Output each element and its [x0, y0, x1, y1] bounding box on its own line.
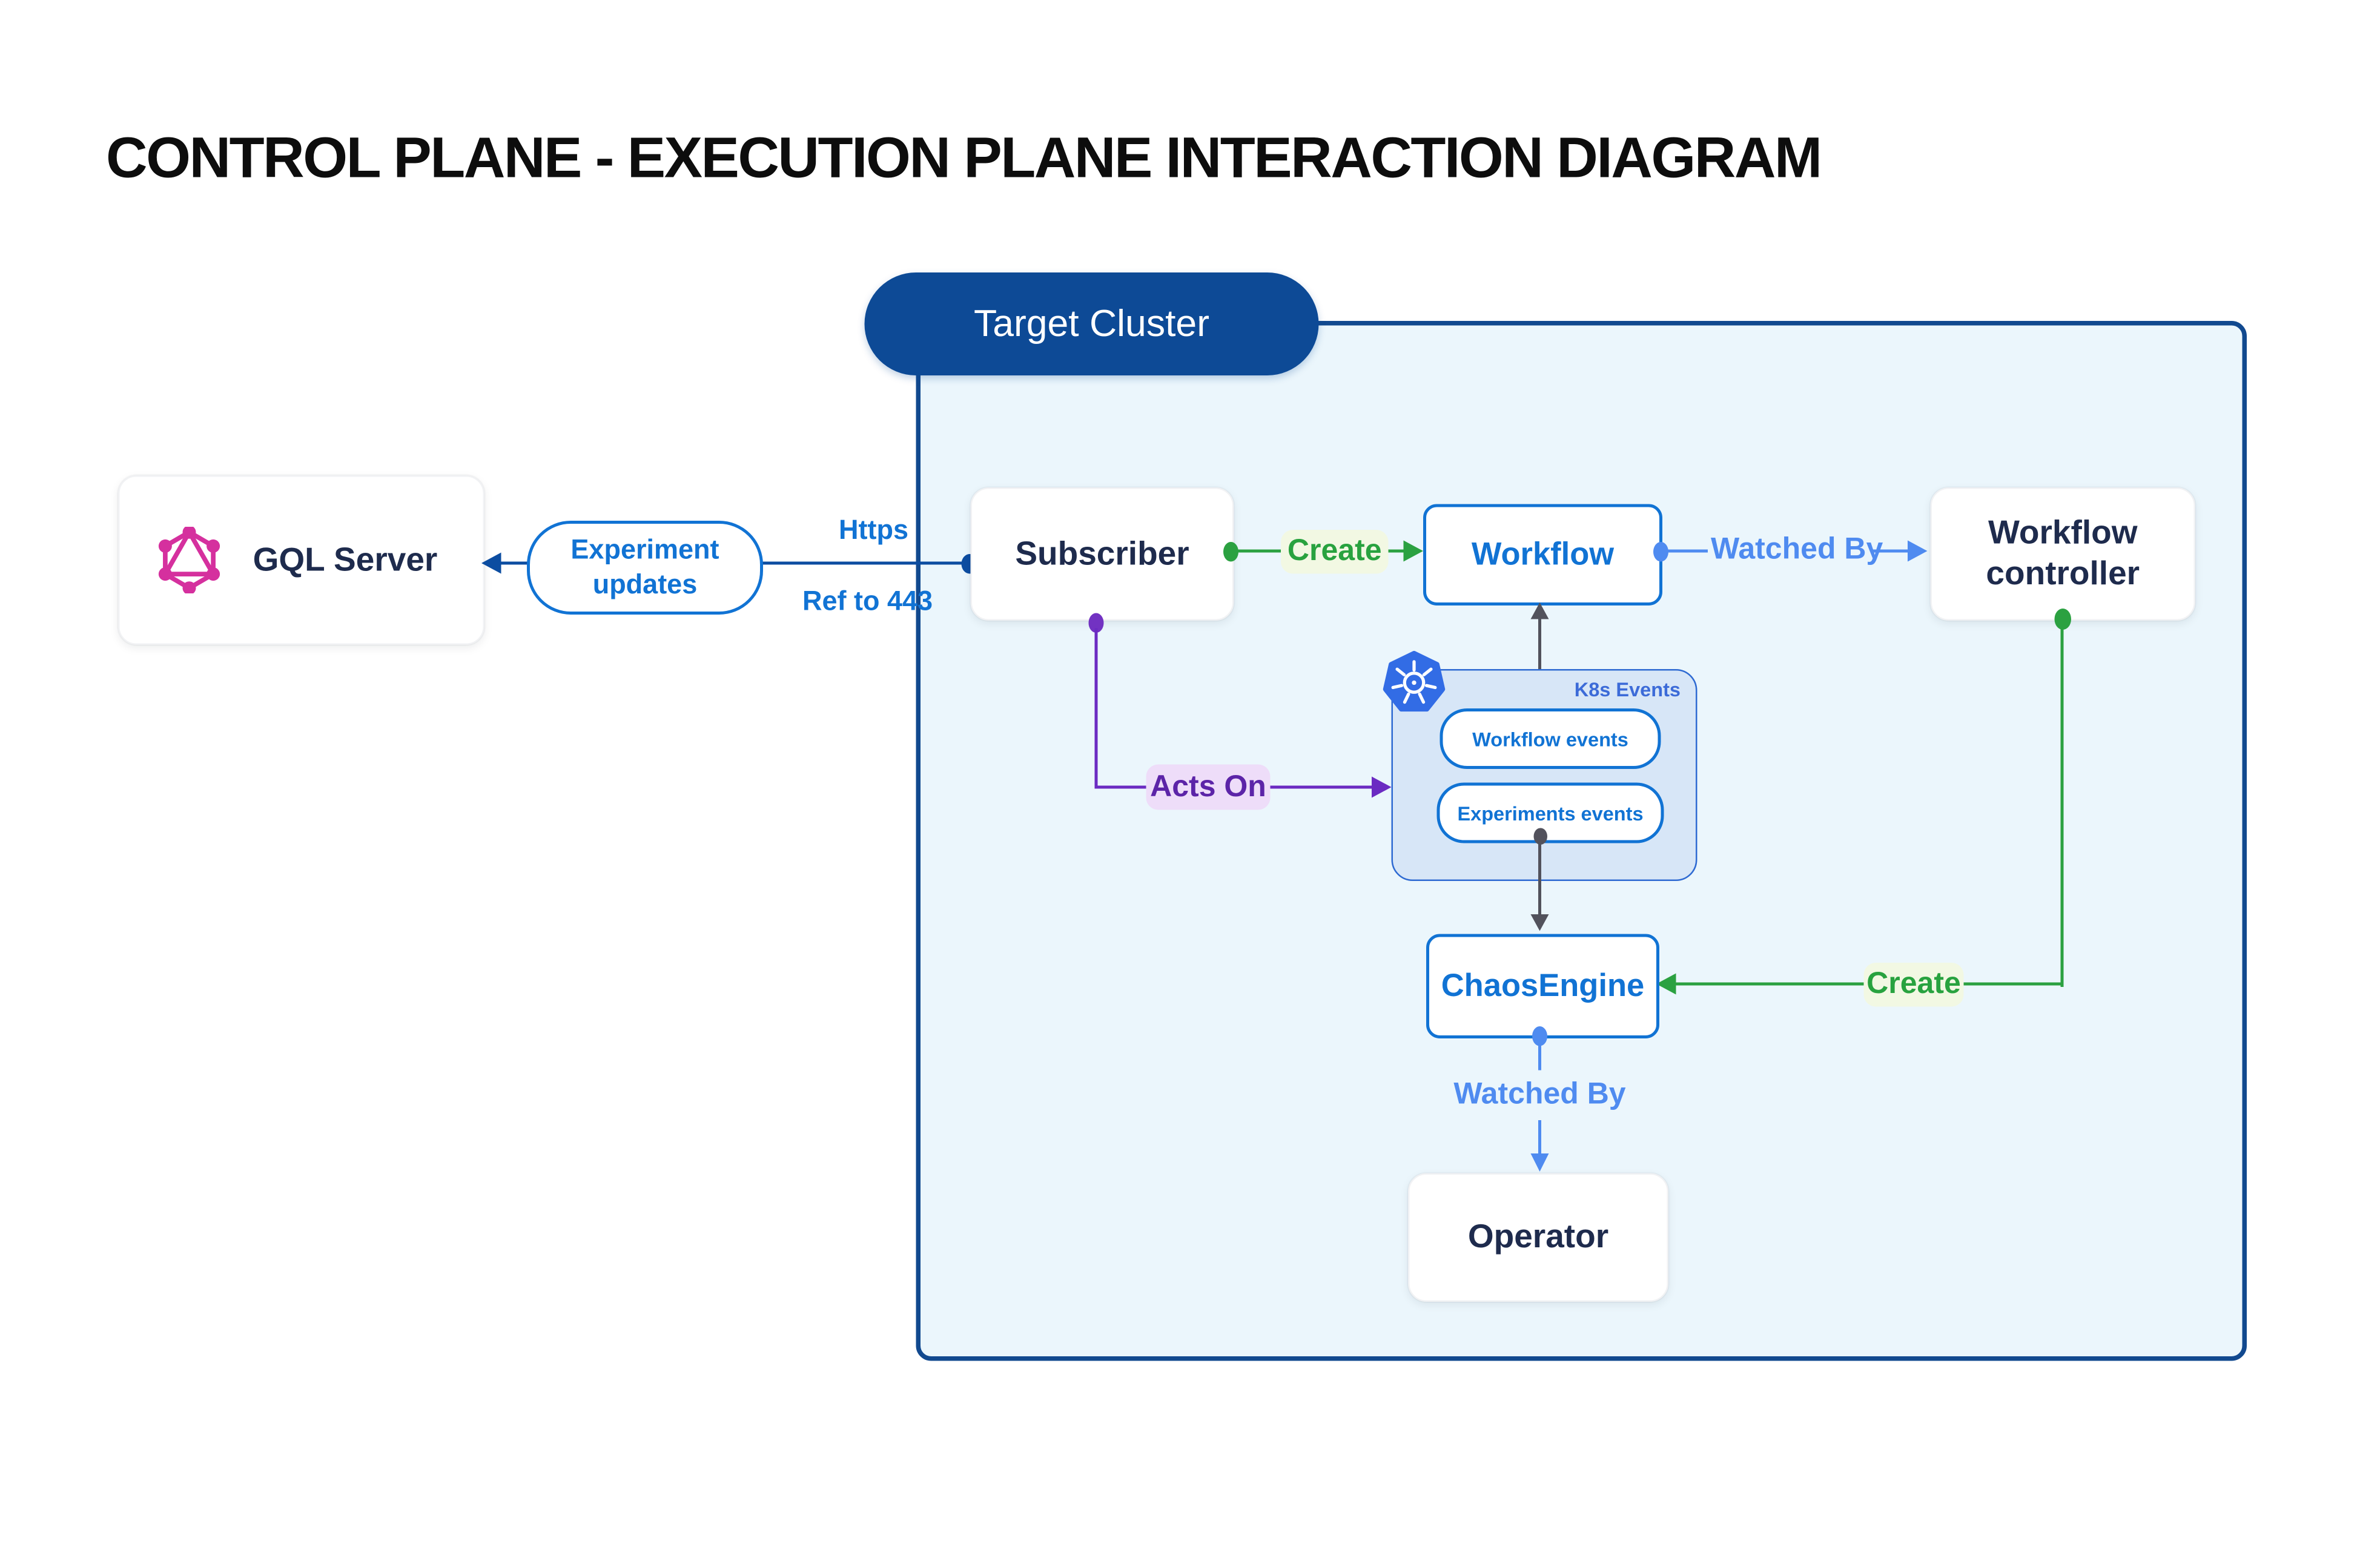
- arrowhead-right-controller: [1908, 540, 1928, 562]
- target-cluster-pill: Target Cluster: [864, 272, 1319, 375]
- edge-watchedby-operator-seg2: [1538, 1120, 1542, 1156]
- operator-node: Operator: [1408, 1173, 1668, 1302]
- subscriber-label: Subscriber: [1015, 533, 1189, 572]
- watched-by-controller-label: Watched By: [1711, 533, 1883, 566]
- arrowhead-left-gql: [481, 552, 501, 574]
- edge-k8s-chaos-line: [1538, 842, 1542, 917]
- connector-dot-experiments-events-bottom: [1533, 828, 1547, 845]
- arrowhead-left-chaosengine: [1656, 973, 1676, 995]
- acts-on-label: Acts On: [1150, 770, 1266, 803]
- chaosengine-node: ChaosEngine: [1426, 934, 1659, 1038]
- subscriber-node: Subscriber: [970, 487, 1234, 621]
- arrowhead-right-workflow: [1403, 540, 1423, 562]
- create-chaosengine-label-pill: Create: [1863, 962, 1964, 1006]
- gql-server-node: GQL Server: [118, 475, 484, 645]
- experiments-events-label: Experiments events: [1457, 801, 1644, 825]
- experiment-updates-pill: Experiment updates: [527, 521, 763, 615]
- operator-label: Operator: [1467, 1217, 1609, 1255]
- connector-dot-chaosengine-bottom: [1532, 1026, 1547, 1046]
- graphql-icon: [156, 525, 223, 595]
- edge-k8s-workflow-line: [1538, 618, 1542, 708]
- page-title: CONTROL PLANE - EXECUTION PLANE INTERACT…: [106, 127, 1822, 191]
- https-label: Https: [839, 515, 908, 545]
- arrowhead-down-operator: [1530, 1153, 1549, 1172]
- kubernetes-icon: [1383, 651, 1446, 714]
- workflow-events-label: Workflow events: [1472, 727, 1628, 750]
- edge-watchedby-operator-seg1: [1538, 1043, 1542, 1071]
- arrowhead-down-chaosengine: [1530, 914, 1549, 931]
- watched-by-operator-label: Watched By: [1453, 1078, 1626, 1111]
- workflow-controller-node: Workflow controller: [1930, 487, 2195, 621]
- workflow-controller-label: Workflow controller: [1986, 513, 2140, 592]
- experiments-events-pill: Experiments events: [1436, 782, 1664, 843]
- workflow-node: Workflow: [1423, 504, 1662, 605]
- gql-server-label: GQL Server: [253, 539, 438, 578]
- chaosengine-label: ChaosEngine: [1441, 968, 1645, 1003]
- acts-on-label-pill: Acts On: [1146, 764, 1271, 810]
- edge-watchedby-controller-seg2: [1871, 549, 1911, 553]
- create-chaosengine-label: Create: [1866, 966, 1961, 1000]
- ref-to-443-label: Ref to 443: [802, 586, 933, 616]
- edge-actson-vline: [1094, 628, 1099, 789]
- workflow-label: Workflow: [1471, 536, 1615, 572]
- arrowhead-right-k8s-events: [1372, 776, 1392, 798]
- arrowhead-up-workflow: [1530, 602, 1549, 619]
- create-workflow-label: Create: [1287, 534, 1382, 568]
- workflow-events-pill: Workflow events: [1440, 708, 1661, 769]
- create-workflow-label-pill: Create: [1281, 530, 1389, 574]
- edge-watchedby-controller-seg1: [1665, 549, 1708, 553]
- k8s-events-label: K8s Events: [1574, 678, 1681, 701]
- k8s-events-box: [1391, 669, 1697, 881]
- target-cluster-label: Target Cluster: [973, 302, 1210, 345]
- experiment-updates-label: Experiment updates: [570, 534, 719, 599]
- edge-create-chaos-vline: [2060, 625, 2064, 986]
